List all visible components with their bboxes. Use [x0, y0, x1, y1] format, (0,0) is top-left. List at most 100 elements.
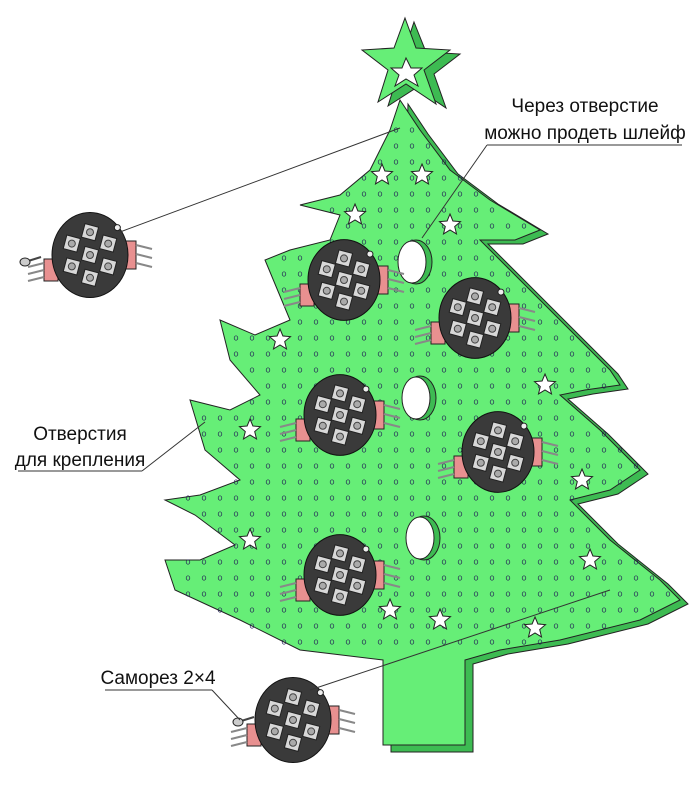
- led-lens: [471, 335, 479, 344]
- mounting-hole: [249, 559, 255, 565]
- mounting-hole: [233, 543, 239, 549]
- mounting-hole: [601, 383, 607, 389]
- mounting-hole: [393, 367, 399, 373]
- mounting-hole: [489, 575, 495, 581]
- mounting-hole: [249, 335, 255, 341]
- mounting-hole: [457, 223, 463, 229]
- mounting-hole: [457, 623, 463, 629]
- tree-panel-front: [163, 98, 681, 746]
- mounting-hole: [569, 335, 575, 341]
- mounting-hole: [585, 575, 591, 581]
- mounting-hole: [361, 335, 367, 341]
- mounting-hole: [393, 463, 399, 469]
- header-pin: [541, 459, 559, 465]
- mounting-hole: [297, 271, 303, 277]
- mounting-hole: [585, 447, 591, 453]
- mounting-hole: [521, 543, 527, 549]
- mounting-hole: [537, 575, 543, 581]
- mounting-hole: [329, 495, 335, 501]
- led-lens: [322, 286, 331, 295]
- mounting-hole: [393, 207, 399, 213]
- mounting-hole: [409, 207, 415, 213]
- header-pin: [283, 301, 301, 307]
- mounting-hole: [521, 303, 527, 309]
- mounting-hole: [217, 575, 223, 581]
- mounting-hole: [441, 287, 447, 293]
- mounting-hole: [457, 527, 463, 533]
- mounting-hole: [297, 367, 303, 373]
- mounting-hole: [489, 543, 495, 549]
- mounting-hole: [217, 527, 223, 533]
- mounting-hole: [281, 527, 287, 533]
- header-pin: [338, 718, 356, 724]
- mounting-hole: [281, 543, 287, 549]
- mounting-hole: [361, 175, 367, 181]
- header-pin: [279, 422, 297, 428]
- mounting-hole: [473, 575, 479, 581]
- led-lens: [86, 273, 94, 282]
- mounting-hole: [569, 607, 575, 613]
- header-pin: [135, 253, 153, 259]
- led-lens: [353, 560, 362, 569]
- mounting-hole: [265, 367, 271, 373]
- mounting-hole: [313, 463, 319, 469]
- mounting-hole: [489, 367, 495, 373]
- mounting-hole: [441, 159, 447, 165]
- mounting-hole: [345, 623, 351, 629]
- mounting-hole: [233, 495, 239, 501]
- mounting-hole: [537, 495, 543, 501]
- mounting-hole: [569, 511, 575, 517]
- mounting-hole: [329, 335, 335, 341]
- mounting-hole: [457, 255, 463, 261]
- mounting-hole: [457, 175, 463, 181]
- led-lens: [357, 286, 366, 295]
- mounting-hole: [393, 319, 399, 325]
- mounting-hole: [265, 479, 271, 485]
- mounting-hole: [233, 415, 239, 421]
- mounting-hole: [585, 351, 591, 357]
- mounting-hole: [377, 351, 383, 357]
- mounting-hole: [505, 575, 511, 581]
- mounting-hole: [313, 511, 319, 517]
- mounting-hole: [457, 239, 463, 245]
- header-pin: [383, 404, 401, 410]
- mounting-hole: [249, 367, 255, 373]
- mounting-hole: [393, 511, 399, 517]
- led-lens: [488, 324, 497, 333]
- mounting-hole: [505, 591, 511, 597]
- mounting-hole: [601, 543, 607, 549]
- mounting-hole: [537, 543, 543, 549]
- mounting-hole: [409, 479, 415, 485]
- mounting-hole: [217, 511, 223, 517]
- mounting-hole: [457, 479, 463, 485]
- mounting-hole: [425, 143, 431, 149]
- mounting-hole: [649, 607, 655, 613]
- mounting-hole: [553, 351, 559, 357]
- mounting-hole: [281, 479, 287, 485]
- header-pin: [437, 466, 455, 472]
- mounting-hole: [505, 383, 511, 389]
- mounting-hole: [313, 351, 319, 357]
- mounting-hole: [281, 383, 287, 389]
- mounting-hole: [633, 559, 639, 565]
- mounting-hole: [537, 527, 543, 533]
- mounting-hole: [361, 463, 367, 469]
- header-pin: [27, 276, 45, 282]
- mounting-hole: [409, 159, 415, 165]
- header-pin: [383, 573, 401, 579]
- mounting-hole: [441, 511, 447, 517]
- header-pin: [414, 332, 432, 338]
- led-lens: [471, 314, 479, 322]
- mounting-hole: [409, 143, 415, 149]
- mounting-hole: [505, 495, 511, 501]
- star-cutout: [523, 615, 547, 638]
- mounting-hole: [473, 207, 479, 213]
- mounting-hole: [473, 383, 479, 389]
- mounting-hole: [377, 447, 383, 453]
- mounting-hole: [409, 591, 415, 597]
- header-pin: [387, 269, 405, 275]
- mounting-hole: [473, 559, 479, 565]
- mounting-hole: [441, 639, 447, 645]
- mounting-hole: [537, 511, 543, 517]
- mounting-hole: [505, 607, 511, 613]
